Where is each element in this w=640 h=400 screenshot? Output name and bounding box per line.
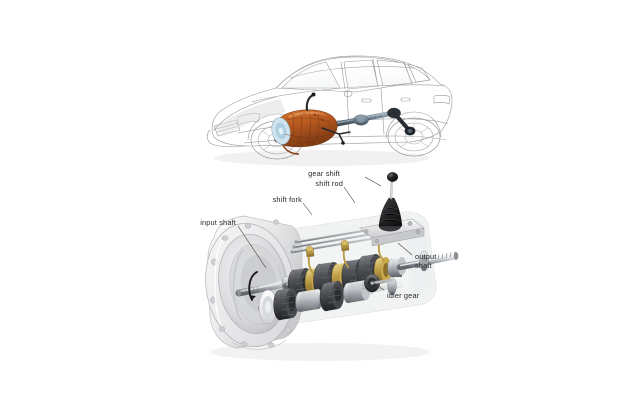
leader-idler-gear xyxy=(368,278,385,291)
output-shaft-assembly xyxy=(396,250,460,272)
transmission-cutaway-illustration xyxy=(205,172,460,361)
tower-bolts xyxy=(363,221,421,244)
case-rail-detail xyxy=(299,222,405,252)
idler-gear xyxy=(362,271,394,295)
vehicle-driveline xyxy=(271,92,416,155)
shift-tower xyxy=(359,172,425,247)
label-output-shaft-line2: shaft xyxy=(415,261,432,270)
countershaft-gear-1 xyxy=(273,288,299,321)
countershaft-spacers xyxy=(295,288,323,313)
gear-shift-boot xyxy=(378,197,403,227)
callout-labels: gear shift shift rod shift fork input sh… xyxy=(200,169,436,300)
countershaft-assembly xyxy=(258,276,404,325)
leader-gear-shift xyxy=(364,176,382,187)
vehicle-shadow xyxy=(214,150,430,166)
leader-shift-fork xyxy=(302,202,313,216)
countershaft-gear-2 xyxy=(319,281,344,312)
rotation-arrowhead xyxy=(249,295,256,300)
car-hood-shade xyxy=(216,99,286,136)
label-shift-fork: shift fork xyxy=(273,195,303,204)
countershaft-nose xyxy=(258,289,278,325)
leader-output-shaft xyxy=(397,242,413,256)
gear-shift-knob xyxy=(386,172,399,182)
gearbox-shadow xyxy=(210,343,430,361)
vehicle-drivetrain-illustration xyxy=(206,55,453,166)
shift-fork-1 xyxy=(305,246,315,275)
car-glass-tint xyxy=(282,60,412,89)
leader-shift-rod xyxy=(343,186,356,204)
label-output-shaft-line1: output xyxy=(415,252,436,261)
label-input-shaft: input shaft xyxy=(200,218,236,227)
label-output-shaft: output shaft xyxy=(415,252,436,270)
label-gear-shift: gear shift xyxy=(308,169,340,178)
label-idler-gear: idler gear xyxy=(387,291,420,300)
shift-fork-2 xyxy=(340,240,350,269)
rear-wheel xyxy=(387,117,441,157)
vehicle-transmission xyxy=(271,92,351,155)
label-shift-rod: shift rod xyxy=(315,179,343,188)
countershaft-spacer-2 xyxy=(343,280,371,304)
leader-lines xyxy=(237,176,413,291)
leader-input-shaft xyxy=(237,225,267,269)
